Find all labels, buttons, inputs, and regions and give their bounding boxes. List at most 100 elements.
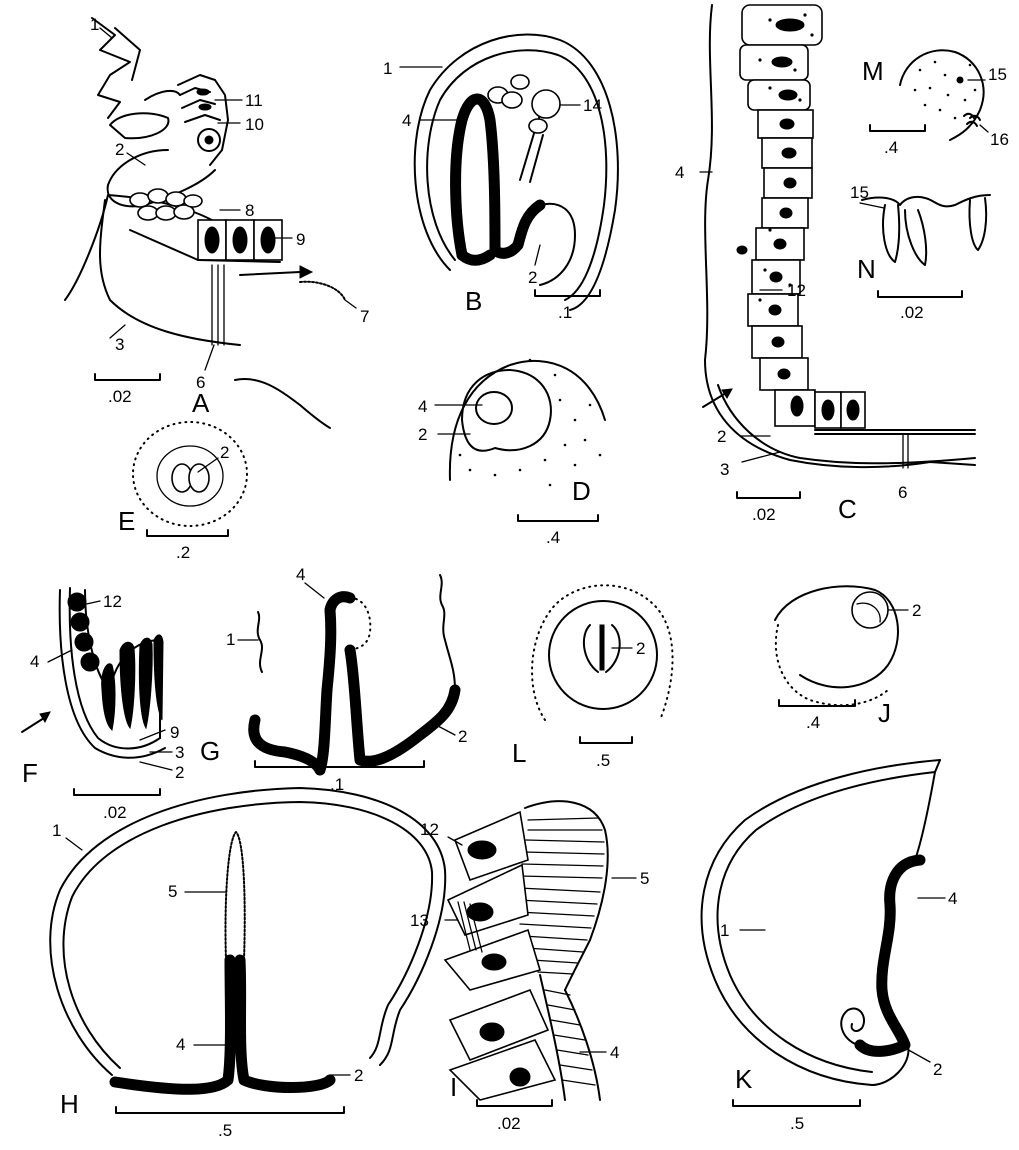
panel-i-label-5: 5: [640, 869, 649, 888]
panel-a-label-3: 3: [115, 335, 124, 354]
panel-b-leader-2: [535, 245, 540, 265]
panel-f-leader-4: [48, 650, 72, 662]
panel-a-cells-9: [198, 220, 282, 260]
panel-f-leader-9: [140, 730, 165, 740]
panel-n-villus-3: [969, 198, 986, 250]
panel-e-scale-bar: [147, 530, 228, 536]
panel-h-label-4: 4: [176, 1035, 185, 1054]
panel-m-outline: [900, 50, 984, 140]
panel-b-label-4: 4: [402, 111, 411, 130]
panel-a-stalk-6: [212, 265, 224, 345]
panel-k-label-1: 1: [720, 921, 729, 940]
panel-b-label-1: 1: [383, 59, 392, 78]
panel-a-leader-7: [345, 300, 356, 308]
panel-g-letter: G: [200, 736, 220, 766]
panel-a-cuticle-7: [300, 282, 345, 300]
panel-k: 1 4 2 .5 K: [702, 760, 958, 1133]
panel-h-label-1: 1: [52, 821, 61, 840]
panel-b-label-14: 14: [583, 96, 602, 115]
panel-l-letter: L: [512, 738, 526, 768]
panel-g-right-limb: [350, 650, 455, 761]
panel-l-scale-value: .5: [596, 751, 610, 770]
panel-b-label-2: 2: [528, 268, 537, 287]
panel-j-structure-2: [852, 592, 888, 628]
panel-a-oocyte-nucleus: [205, 136, 213, 144]
panel-g-scale-bar: [255, 761, 424, 767]
panel-m-stipple: [914, 61, 977, 120]
panel-a-label-1: 1: [90, 15, 99, 34]
panel-l-scale-bar: [580, 737, 632, 743]
panel-d-scale-bar: [518, 515, 598, 521]
panel-c-label-4: 4: [675, 163, 684, 182]
panel-m-label-15: 15: [988, 65, 1007, 84]
panel-b-letter: B: [465, 286, 482, 316]
panel-a-nucleus-11: [197, 89, 209, 95]
panel-i-scale-bar: [477, 1100, 552, 1106]
panel-g-leader-4: [305, 583, 324, 598]
panel-n-scale-bar: [878, 291, 962, 297]
panel-m: 15 16 .4 M: [862, 50, 1009, 157]
panel-d-outline: [450, 361, 605, 480]
panel-c-scale-bar: [737, 492, 800, 498]
panel-d-label-2: 2: [418, 425, 427, 444]
panel-a-label-9: 9: [296, 230, 305, 249]
panel-c: 4 12 2 3 6 .02 C: [675, 5, 975, 524]
panel-a-letter: A: [192, 388, 210, 418]
panel-i-label-12: 12: [420, 820, 439, 839]
panel-e-letter: E: [118, 506, 135, 536]
panel-j-letter: J: [878, 698, 891, 728]
panel-f-label-3: 3: [175, 743, 184, 762]
panel-f-letter: F: [22, 758, 38, 788]
panel-n-scale-value: .02: [900, 303, 924, 322]
panel-e: 2 .2 E: [118, 422, 247, 562]
panel-f-leader-2: [140, 762, 172, 770]
panel-h-right-base: [240, 960, 330, 1088]
panel-a-fold-2: [110, 113, 168, 138]
panel-g: 4 1 2 .1 G: [200, 565, 467, 794]
panel-b-bud-5: [529, 119, 547, 133]
panel-g-left-wall-1: [258, 612, 262, 672]
panel-d-label-4: 4: [418, 397, 427, 416]
panel-a-cell-line-3: [185, 115, 220, 122]
panel-n: 15 .02 N: [850, 183, 990, 322]
panel-i-scale-value: .02: [497, 1114, 521, 1133]
panel-h-left-base: [115, 960, 231, 1089]
panel-j: 2 .4 J: [775, 586, 921, 732]
panel-j-stipple-edge: [776, 625, 888, 705]
panel-l-label-2: 2: [636, 639, 645, 658]
panel-k-invagination-4: [860, 860, 920, 1051]
panel-k-label-4: 4: [948, 889, 957, 908]
panel-m-scale-value: .4: [884, 138, 898, 157]
panel-c-leader-3: [742, 452, 780, 462]
panel-e-label-2: 2: [220, 443, 229, 462]
panel-i-label-13: 13: [410, 911, 429, 930]
panel-h-letter: H: [60, 1089, 79, 1119]
panel-b-bud-14: [532, 90, 560, 118]
panel-e-half-right: [189, 464, 209, 492]
panel-c-scale-value: .02: [752, 505, 776, 524]
panel-h-leader-1: [66, 838, 82, 850]
panel-i: 12 5 13 4 .02 I: [410, 801, 649, 1133]
panel-g-label-1: 1: [226, 630, 235, 649]
panel-i-label-4: 4: [610, 1043, 619, 1062]
panel-a: 1 2 3 6 7 8 9 10 11 .02 A: [65, 15, 369, 428]
panel-h-scale-value: .5: [218, 1121, 232, 1140]
panel-b-invagination-4: [456, 99, 540, 255]
panel-f-label-4: 4: [30, 652, 39, 671]
panel-i-cells-12: [445, 812, 555, 1100]
panel-a-label-2: 2: [115, 140, 124, 159]
panel-a-leader-6: [205, 345, 214, 370]
panel-c-label-12: 12: [787, 281, 806, 300]
panel-c-letter: C: [838, 494, 857, 524]
panel-n-villus-2: [905, 210, 926, 265]
panel-d-cavity-4: [476, 392, 512, 424]
panel-f-arrow-line: [22, 718, 44, 732]
panel-a-label-11: 11: [245, 91, 263, 110]
panel-h-invagination-5: [225, 832, 244, 960]
panel-a-label-8: 8: [245, 201, 254, 220]
panel-h-label-5: 5: [168, 882, 177, 901]
panel-g-dotted-tip: [350, 598, 370, 650]
panel-g-right-wall: [440, 575, 455, 690]
panel-l: 2 .5 L: [512, 585, 673, 770]
